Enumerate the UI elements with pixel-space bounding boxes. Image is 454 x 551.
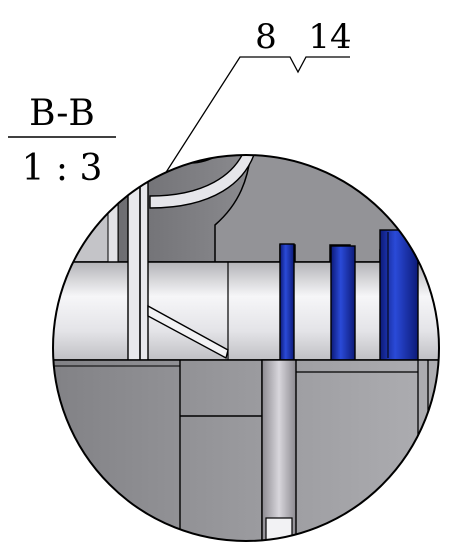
seal-ring-2	[330, 245, 356, 361]
curved-channel	[149, 155, 259, 209]
detail-circle-outline	[52, 154, 440, 542]
slanted-wedge	[147, 304, 229, 360]
section-label: B-B 1 : 3	[8, 93, 116, 189]
callout-left-number: 8	[255, 17, 277, 57]
section-name: B-B	[29, 93, 95, 134]
callout-right-number: 14	[308, 17, 351, 57]
strip-bottom-notch	[265, 517, 293, 541]
section-scale: 1 : 3	[22, 148, 103, 189]
seal-ring-1	[279, 243, 295, 361]
vertical-strip	[261, 359, 297, 541]
callout: 8 14	[137, 17, 352, 217]
lower-body	[53, 359, 439, 541]
callout-leader-line	[137, 56, 350, 217]
detail-circle	[52, 154, 440, 542]
vertical-pin	[127, 175, 149, 361]
